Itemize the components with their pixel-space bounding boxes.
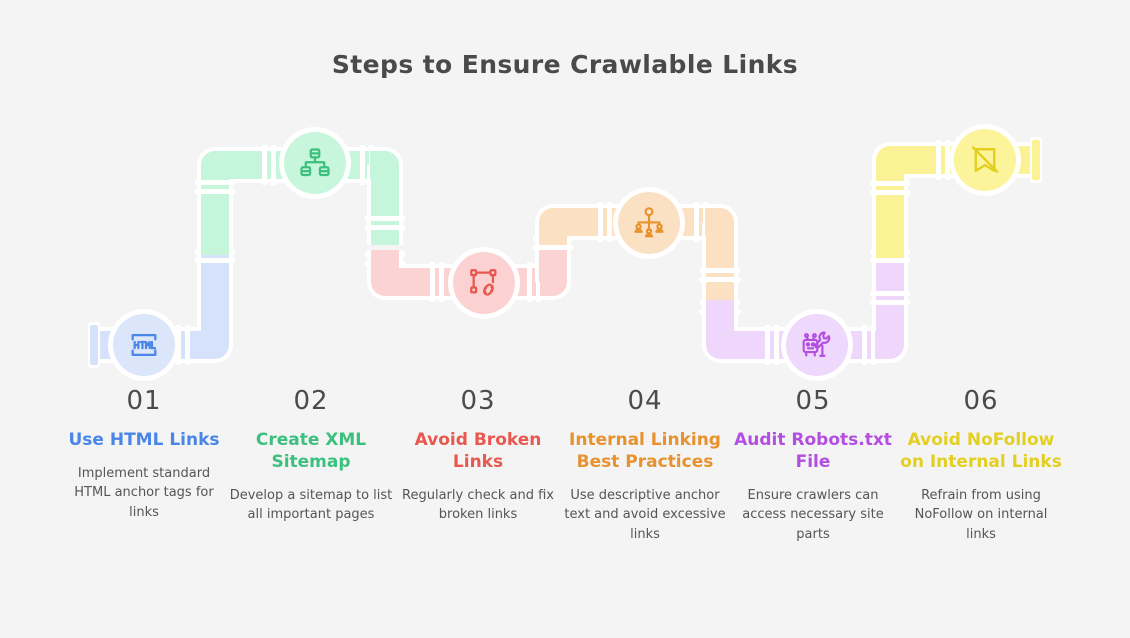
step-heading: Avoid Broken Links [414,430,542,472]
step-number: 06 [963,386,999,416]
step-heading: Avoid NoFollow on Internal Links [900,430,1062,472]
step-heading: Create XML Sitemap [255,430,367,472]
no-follow-bookmark-icon [971,146,999,173]
pipe-segment-05-06-bend [870,249,910,363]
step-icon-02[interactable] [284,132,346,194]
step-column-05: 05 Audit Robots.txt File Ensure crawlers… [731,388,895,544]
step-number: 03 [460,386,496,416]
step-description: Use descriptive anchor text and avoid ex… [564,487,726,542]
step-heading: Internal Linking Best Practices [569,430,721,472]
step-number: 01 [126,386,162,416]
page-title: Steps to Ensure Crawlable Links [331,50,799,79]
step-icon-04[interactable] [618,192,680,254]
step-number: 02 [293,386,329,416]
step-icon-06[interactable] [954,129,1016,191]
step-number: 04 [627,386,663,416]
step-description: Ensure crawlers can access necessary sit… [742,487,884,542]
step-icon-01[interactable] [113,314,175,376]
step-column-03: 03 Avoid Broken Links Regularly check an… [396,388,560,525]
html-code-icon [131,333,157,357]
step-description: Refrain from using NoFollow on internal … [914,487,1048,542]
step-heading: Audit Robots.txt File [734,430,892,472]
broken-link-icon [470,269,497,296]
step-icon-03[interactable] [453,252,515,314]
step-heading: Use HTML Links [68,430,220,450]
step-column-06: 06 Avoid NoFollow on Internal Links Refr… [899,388,1063,544]
robot-wrench-icon [802,331,831,357]
internal-linking-network-icon [634,207,664,238]
step-description: Regularly check and fix broken links [402,487,554,523]
step-description: Develop a sitemap to list all important … [229,487,393,523]
step-column-02: 02 Create XML Sitemap Develop a sitemap … [229,388,393,525]
step-icon-05[interactable] [786,314,848,376]
step-number: 05 [795,386,831,416]
step-description: Implement standard HTML anchor tags for … [74,465,214,520]
step-column-01: 01 Use HTML Links Implement standard HTM… [62,388,226,522]
step-column-04: 04 Internal Linking Best Practices Use d… [563,388,727,544]
sitemap-hierarchy-icon [300,148,330,177]
